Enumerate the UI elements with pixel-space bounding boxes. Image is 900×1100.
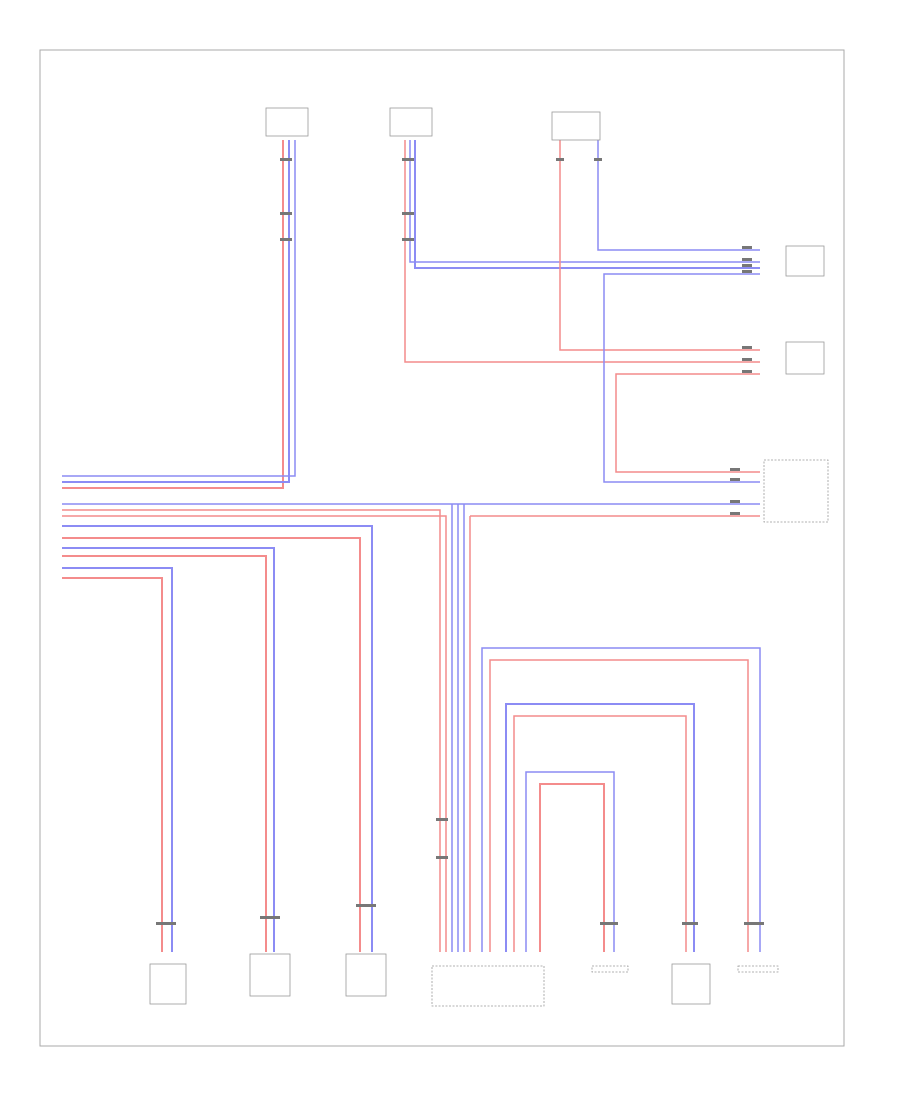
wire-bottom-5-blue-loop xyxy=(525,771,615,952)
bottom-3-component xyxy=(345,953,387,997)
top-left-component xyxy=(265,107,309,137)
wire-bottom-6-red-loop xyxy=(513,715,687,952)
connector-marks xyxy=(156,158,764,925)
bottom-5-component xyxy=(591,965,629,973)
wire-top-middle-blue-1 xyxy=(409,140,760,263)
components xyxy=(149,107,829,1007)
wire-top-left-blue xyxy=(62,140,290,483)
wire-top-left-blue-2 xyxy=(62,140,296,477)
wire-bus-red-drop-1 xyxy=(62,509,441,952)
wire-right-lower-red-loop xyxy=(615,373,760,473)
right-middle-component xyxy=(785,341,825,375)
wire-bottom-7-blue-loop xyxy=(481,647,761,952)
diagram-frame xyxy=(39,49,845,1047)
wire-bottom-5-red-loop xyxy=(539,783,605,952)
bottom-2-component xyxy=(249,953,291,997)
right-lower-component xyxy=(763,459,829,523)
bottom-7-component xyxy=(737,965,779,973)
wire-bottom-1-blue xyxy=(62,567,173,952)
wire-bottom-2-red xyxy=(62,555,267,952)
wire-top-right-red xyxy=(559,140,760,351)
wire-top-middle-red xyxy=(404,140,760,363)
wire-top-right-blue xyxy=(597,140,760,251)
wire-bus-red-drop-2 xyxy=(62,515,447,952)
wire-bottom-3-red xyxy=(62,537,361,952)
right-upper-component xyxy=(785,245,825,277)
wire-bottom-6-blue-loop xyxy=(505,703,695,952)
wire-right-lower-blue-loop xyxy=(603,273,760,483)
wire-top-left-red xyxy=(62,140,284,489)
bottom-1-component xyxy=(149,963,187,1005)
wires xyxy=(62,140,761,952)
wire-top-middle-blue-2 xyxy=(414,140,760,269)
top-right-component xyxy=(551,111,601,141)
wire-bottom-7-red-loop xyxy=(489,659,749,952)
top-middle-component xyxy=(389,107,433,137)
bottom-6-component xyxy=(671,963,711,1005)
bottom-4-component xyxy=(431,965,545,1007)
wire-bottom-3-blue xyxy=(62,525,373,952)
wire-bottom-1-red xyxy=(62,577,163,952)
wire-bottom-2-blue xyxy=(62,547,275,952)
